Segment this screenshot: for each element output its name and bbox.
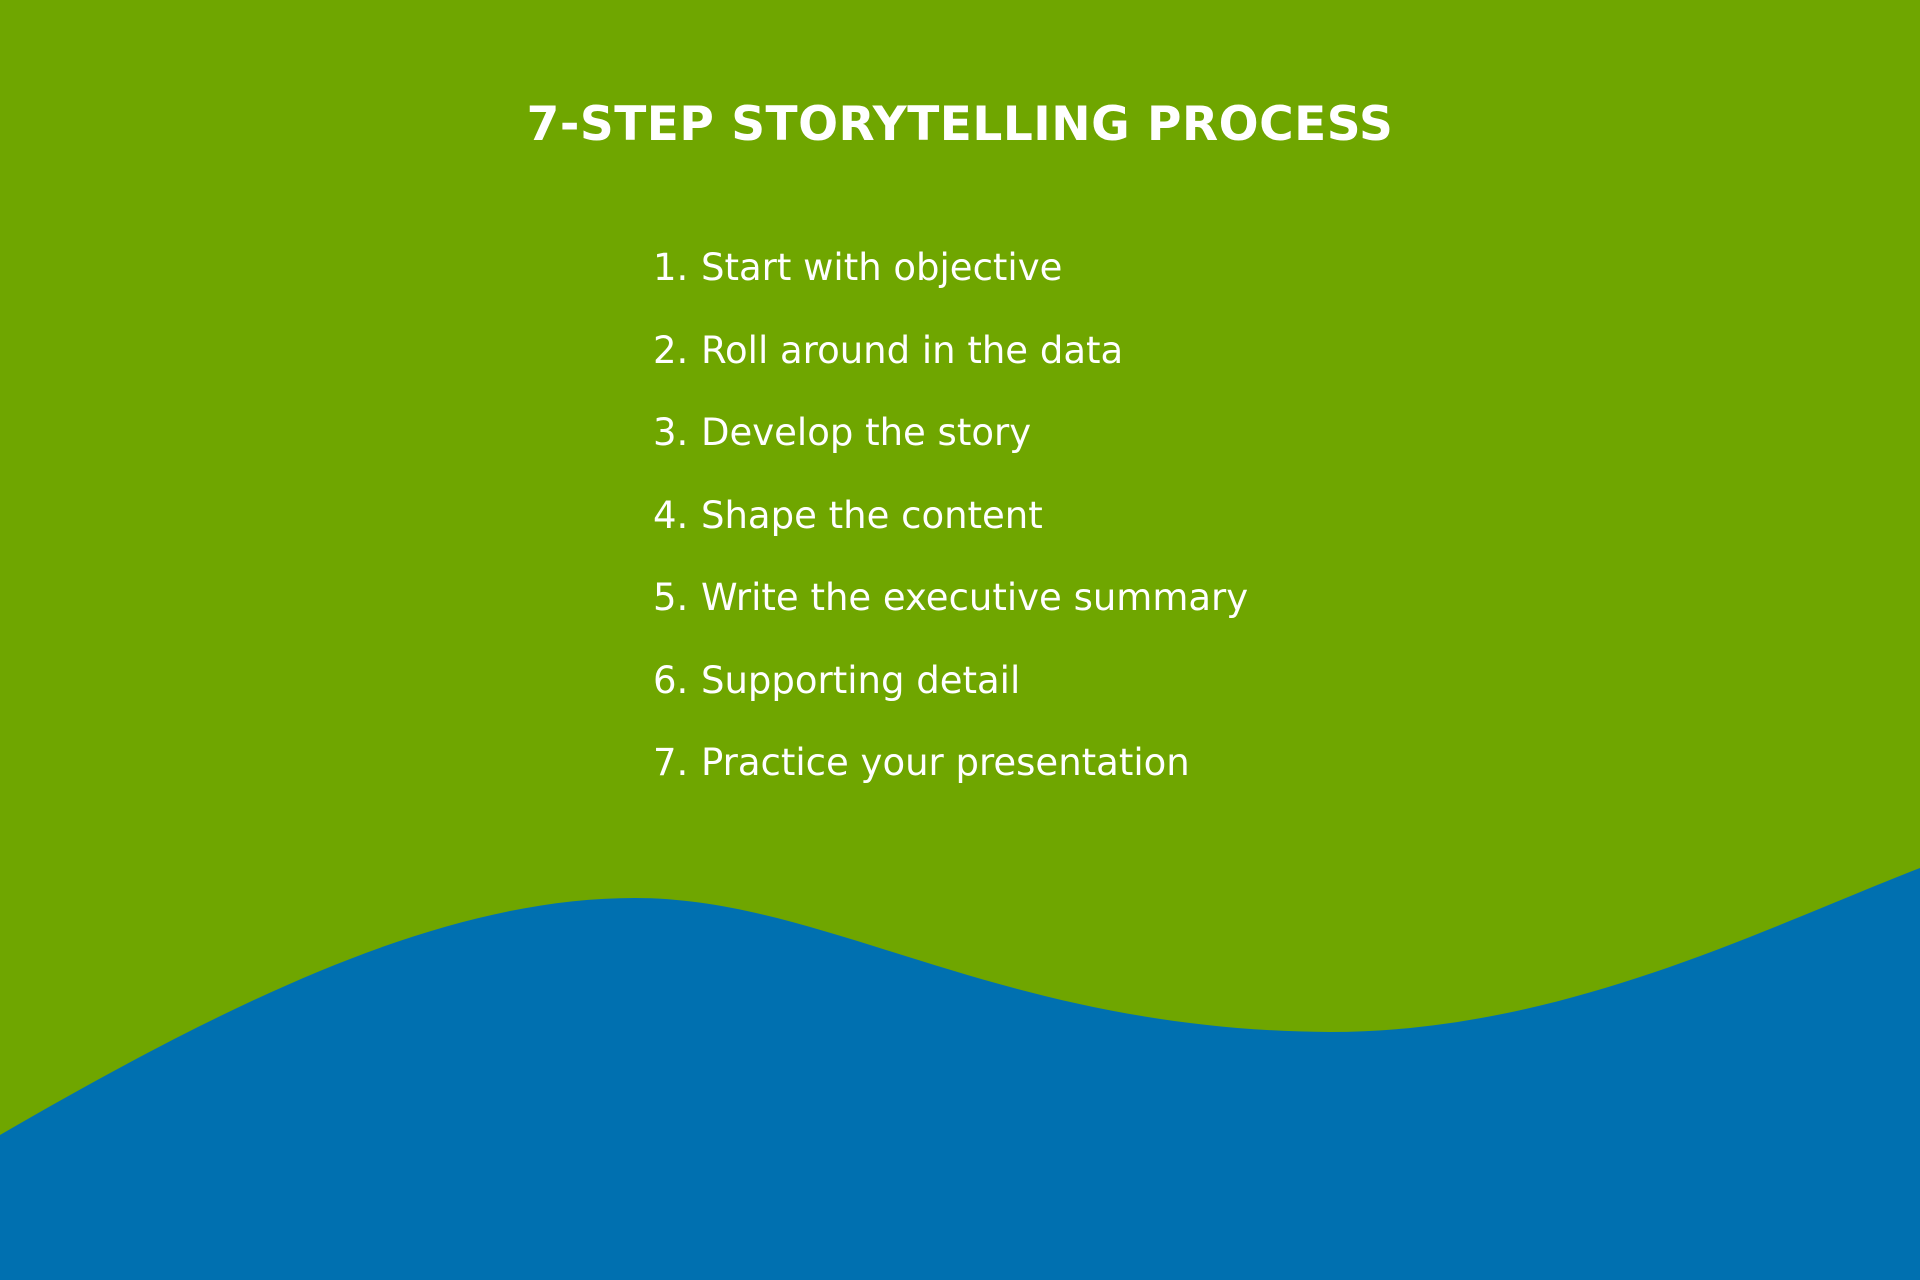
step-text: Start with objective xyxy=(701,246,1063,289)
step-number: 3. xyxy=(653,411,689,454)
step-text: Practice your presentation xyxy=(701,741,1190,784)
step-item: 5. Write the executive summary xyxy=(653,564,1248,647)
step-number: 1. xyxy=(653,246,689,289)
step-item: 7. Practice your presentation xyxy=(653,729,1248,812)
step-number: 6. xyxy=(653,658,689,702)
step-text: Write the executive summary xyxy=(701,576,1249,619)
step-item: 6. Supporting detail xyxy=(653,647,1248,730)
step-number: 2. xyxy=(653,328,689,372)
step-number: 4. xyxy=(653,493,689,537)
page-title: 7-STEP STORYTELLING PROCESS xyxy=(526,97,1394,152)
step-item: 1. Start with objective xyxy=(653,234,1248,317)
step-text: Roll around in the data xyxy=(701,328,1124,372)
step-item: 2. Roll around in the data xyxy=(653,317,1248,400)
step-text: Supporting detail xyxy=(701,658,1021,702)
step-number: 5. xyxy=(653,576,689,619)
step-text: Develop the story xyxy=(701,411,1032,454)
step-number: 7. xyxy=(653,741,689,784)
steps-list: 1. Start with objective 2. Roll around in … xyxy=(653,234,1248,812)
step-item: 3. Develop the story xyxy=(653,399,1248,482)
wave-path xyxy=(0,868,1920,1280)
step-text: Shape the content xyxy=(701,493,1043,537)
step-item: 4. Shape the content xyxy=(653,482,1248,565)
